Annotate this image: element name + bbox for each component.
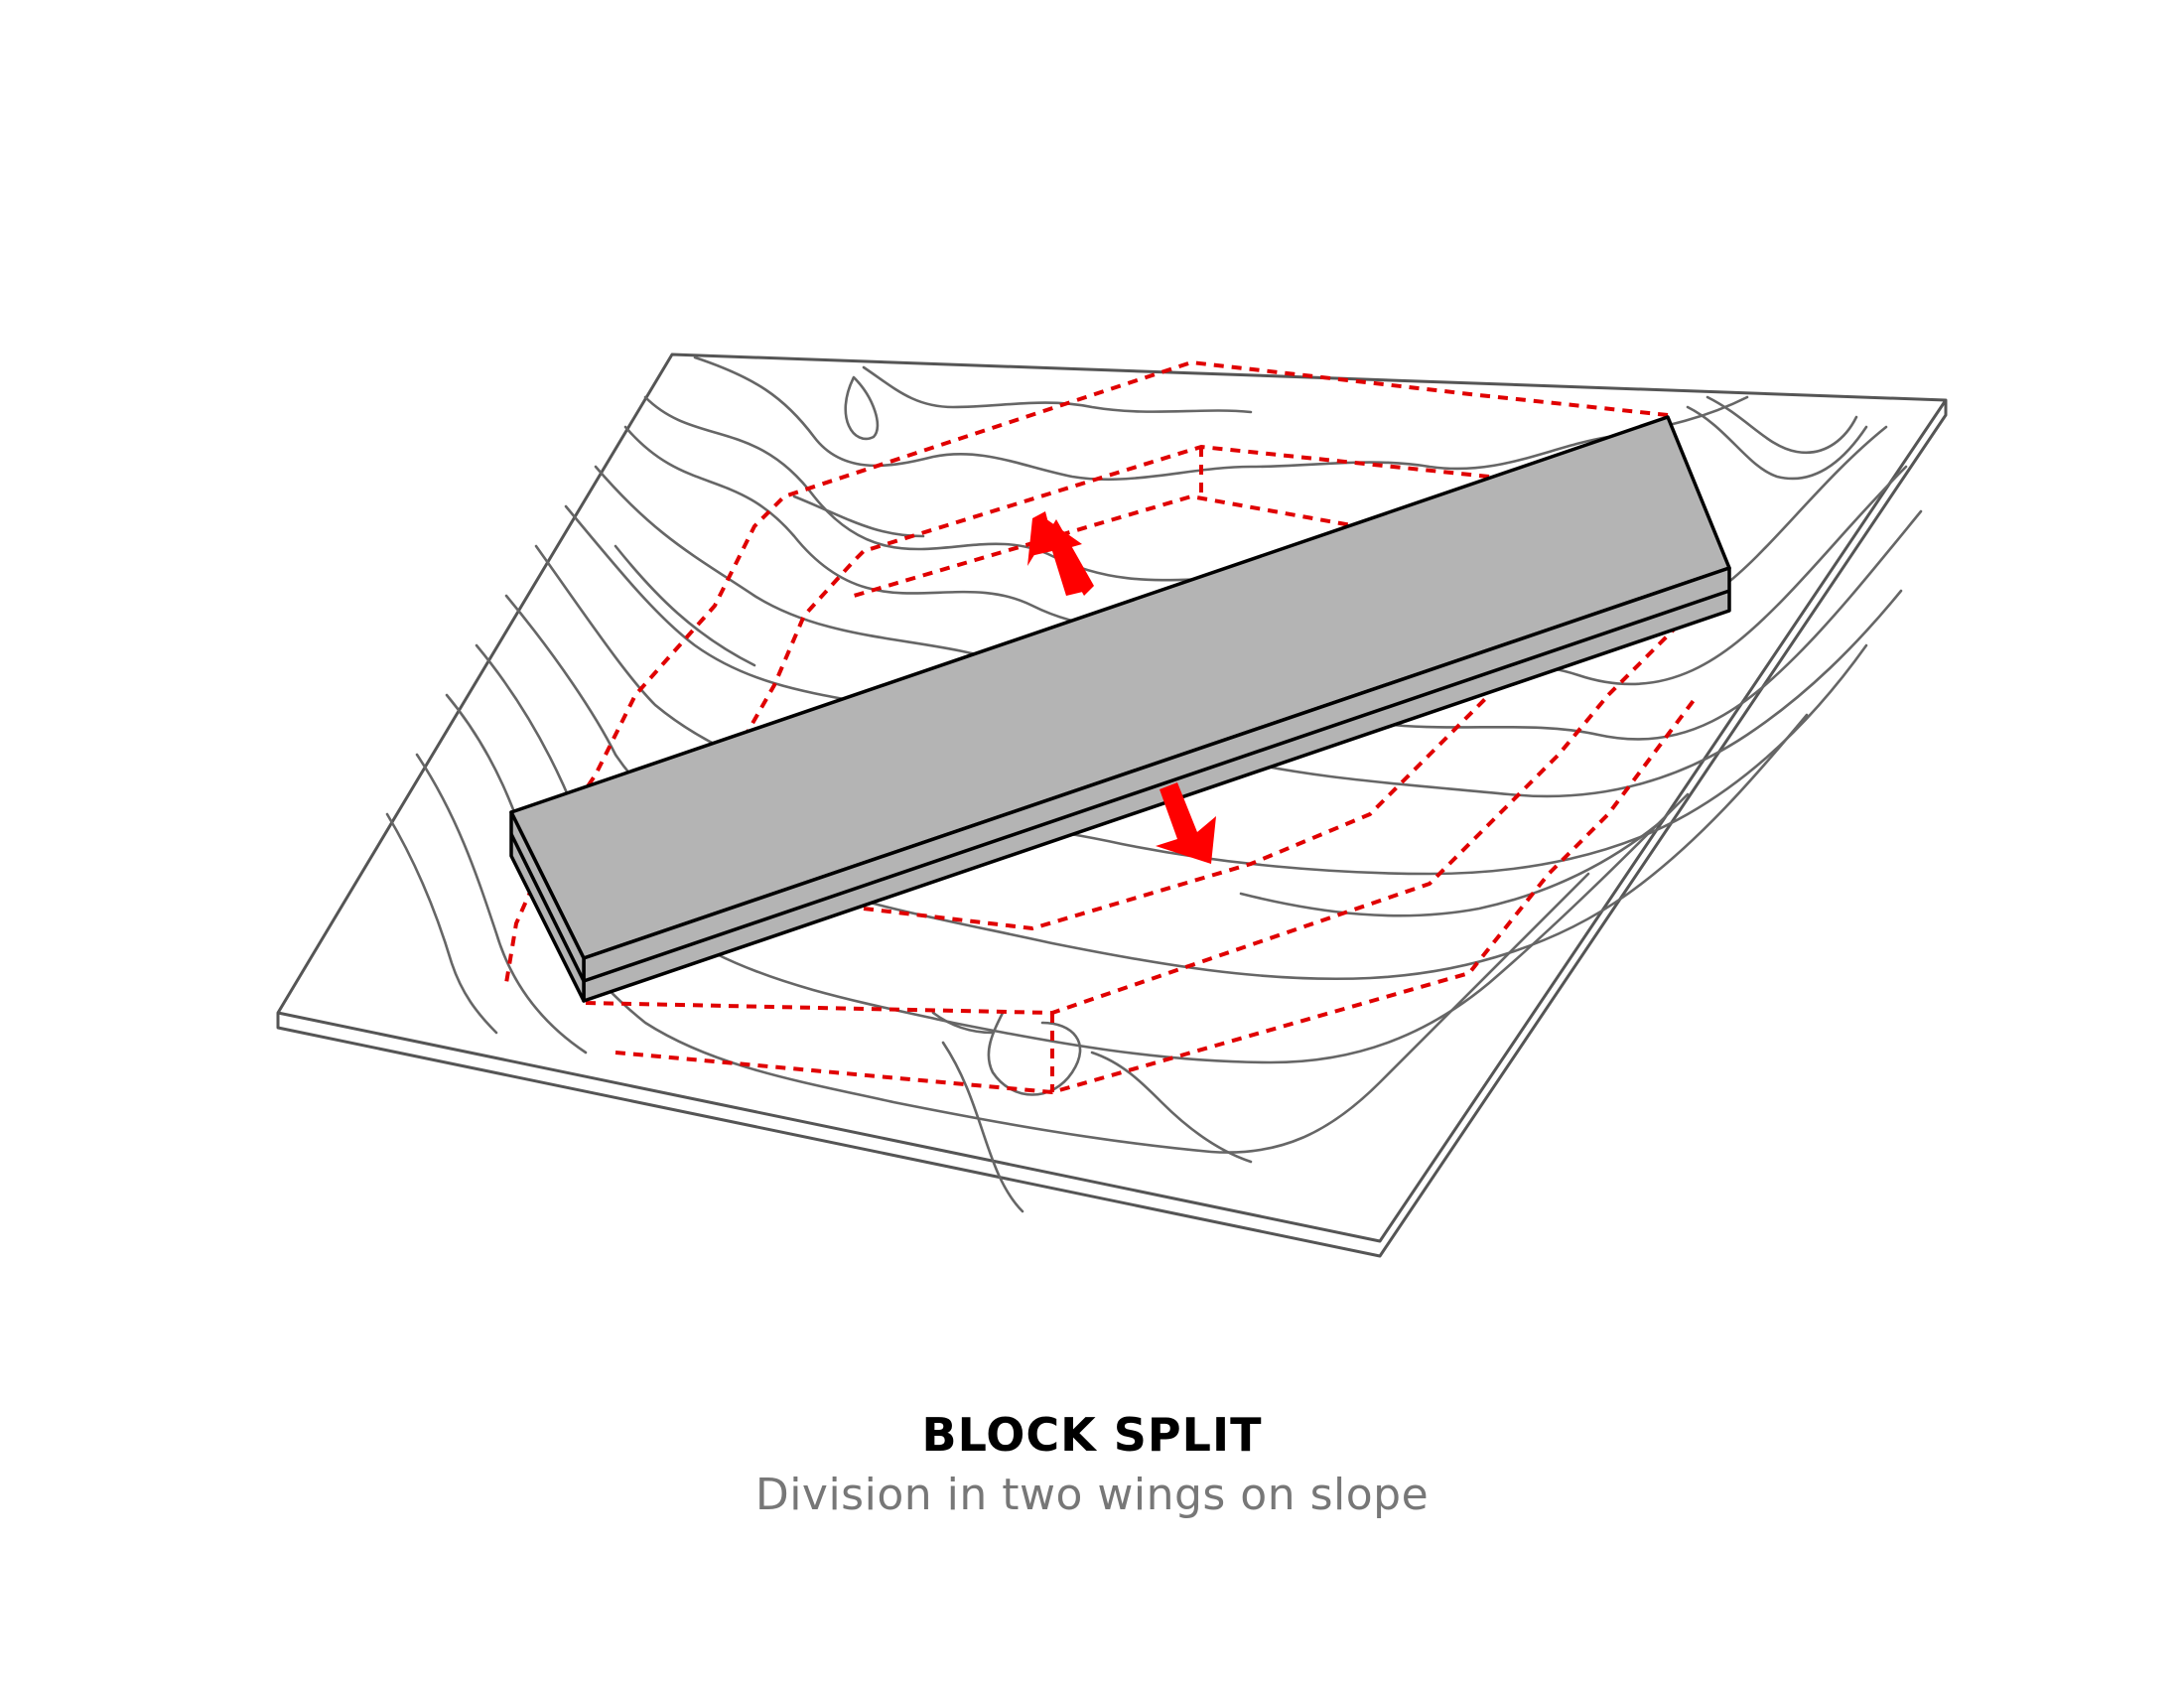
arrow-up-icon (1030, 516, 1087, 596)
contour-line (931, 1011, 995, 1035)
contour-line (614, 544, 756, 667)
contour-line (415, 753, 588, 1055)
contour-line (385, 812, 498, 1035)
block-top-face (509, 415, 1731, 960)
contour-line (844, 375, 880, 441)
contour-line (1686, 405, 1868, 481)
site-slab-edge (277, 399, 1948, 1243)
block-floor-line (583, 589, 1730, 983)
contour-line (1239, 822, 1660, 917)
lower-wing-outline (585, 574, 1729, 1015)
contour-line (693, 355, 1749, 482)
contour-line (1090, 1051, 1253, 1164)
upper-wing-outline (504, 360, 1669, 984)
building-block (509, 415, 1731, 1003)
split-arrows (1027, 511, 1216, 864)
site-slab (276, 352, 1948, 1258)
diagram-subtitle: Division in two wings on slope (754, 1470, 1430, 1520)
contour-line (534, 544, 1868, 876)
contour-line (941, 1041, 1024, 1213)
contour-line (987, 1011, 1082, 1096)
contour-line (1706, 395, 1858, 455)
block-end-floor-line (509, 833, 586, 982)
arrow-down-icon (1156, 782, 1216, 864)
contour-line (792, 494, 925, 538)
diagram-title: BLOCK SPLIT (921, 1408, 1263, 1462)
contour-line (862, 365, 1253, 414)
